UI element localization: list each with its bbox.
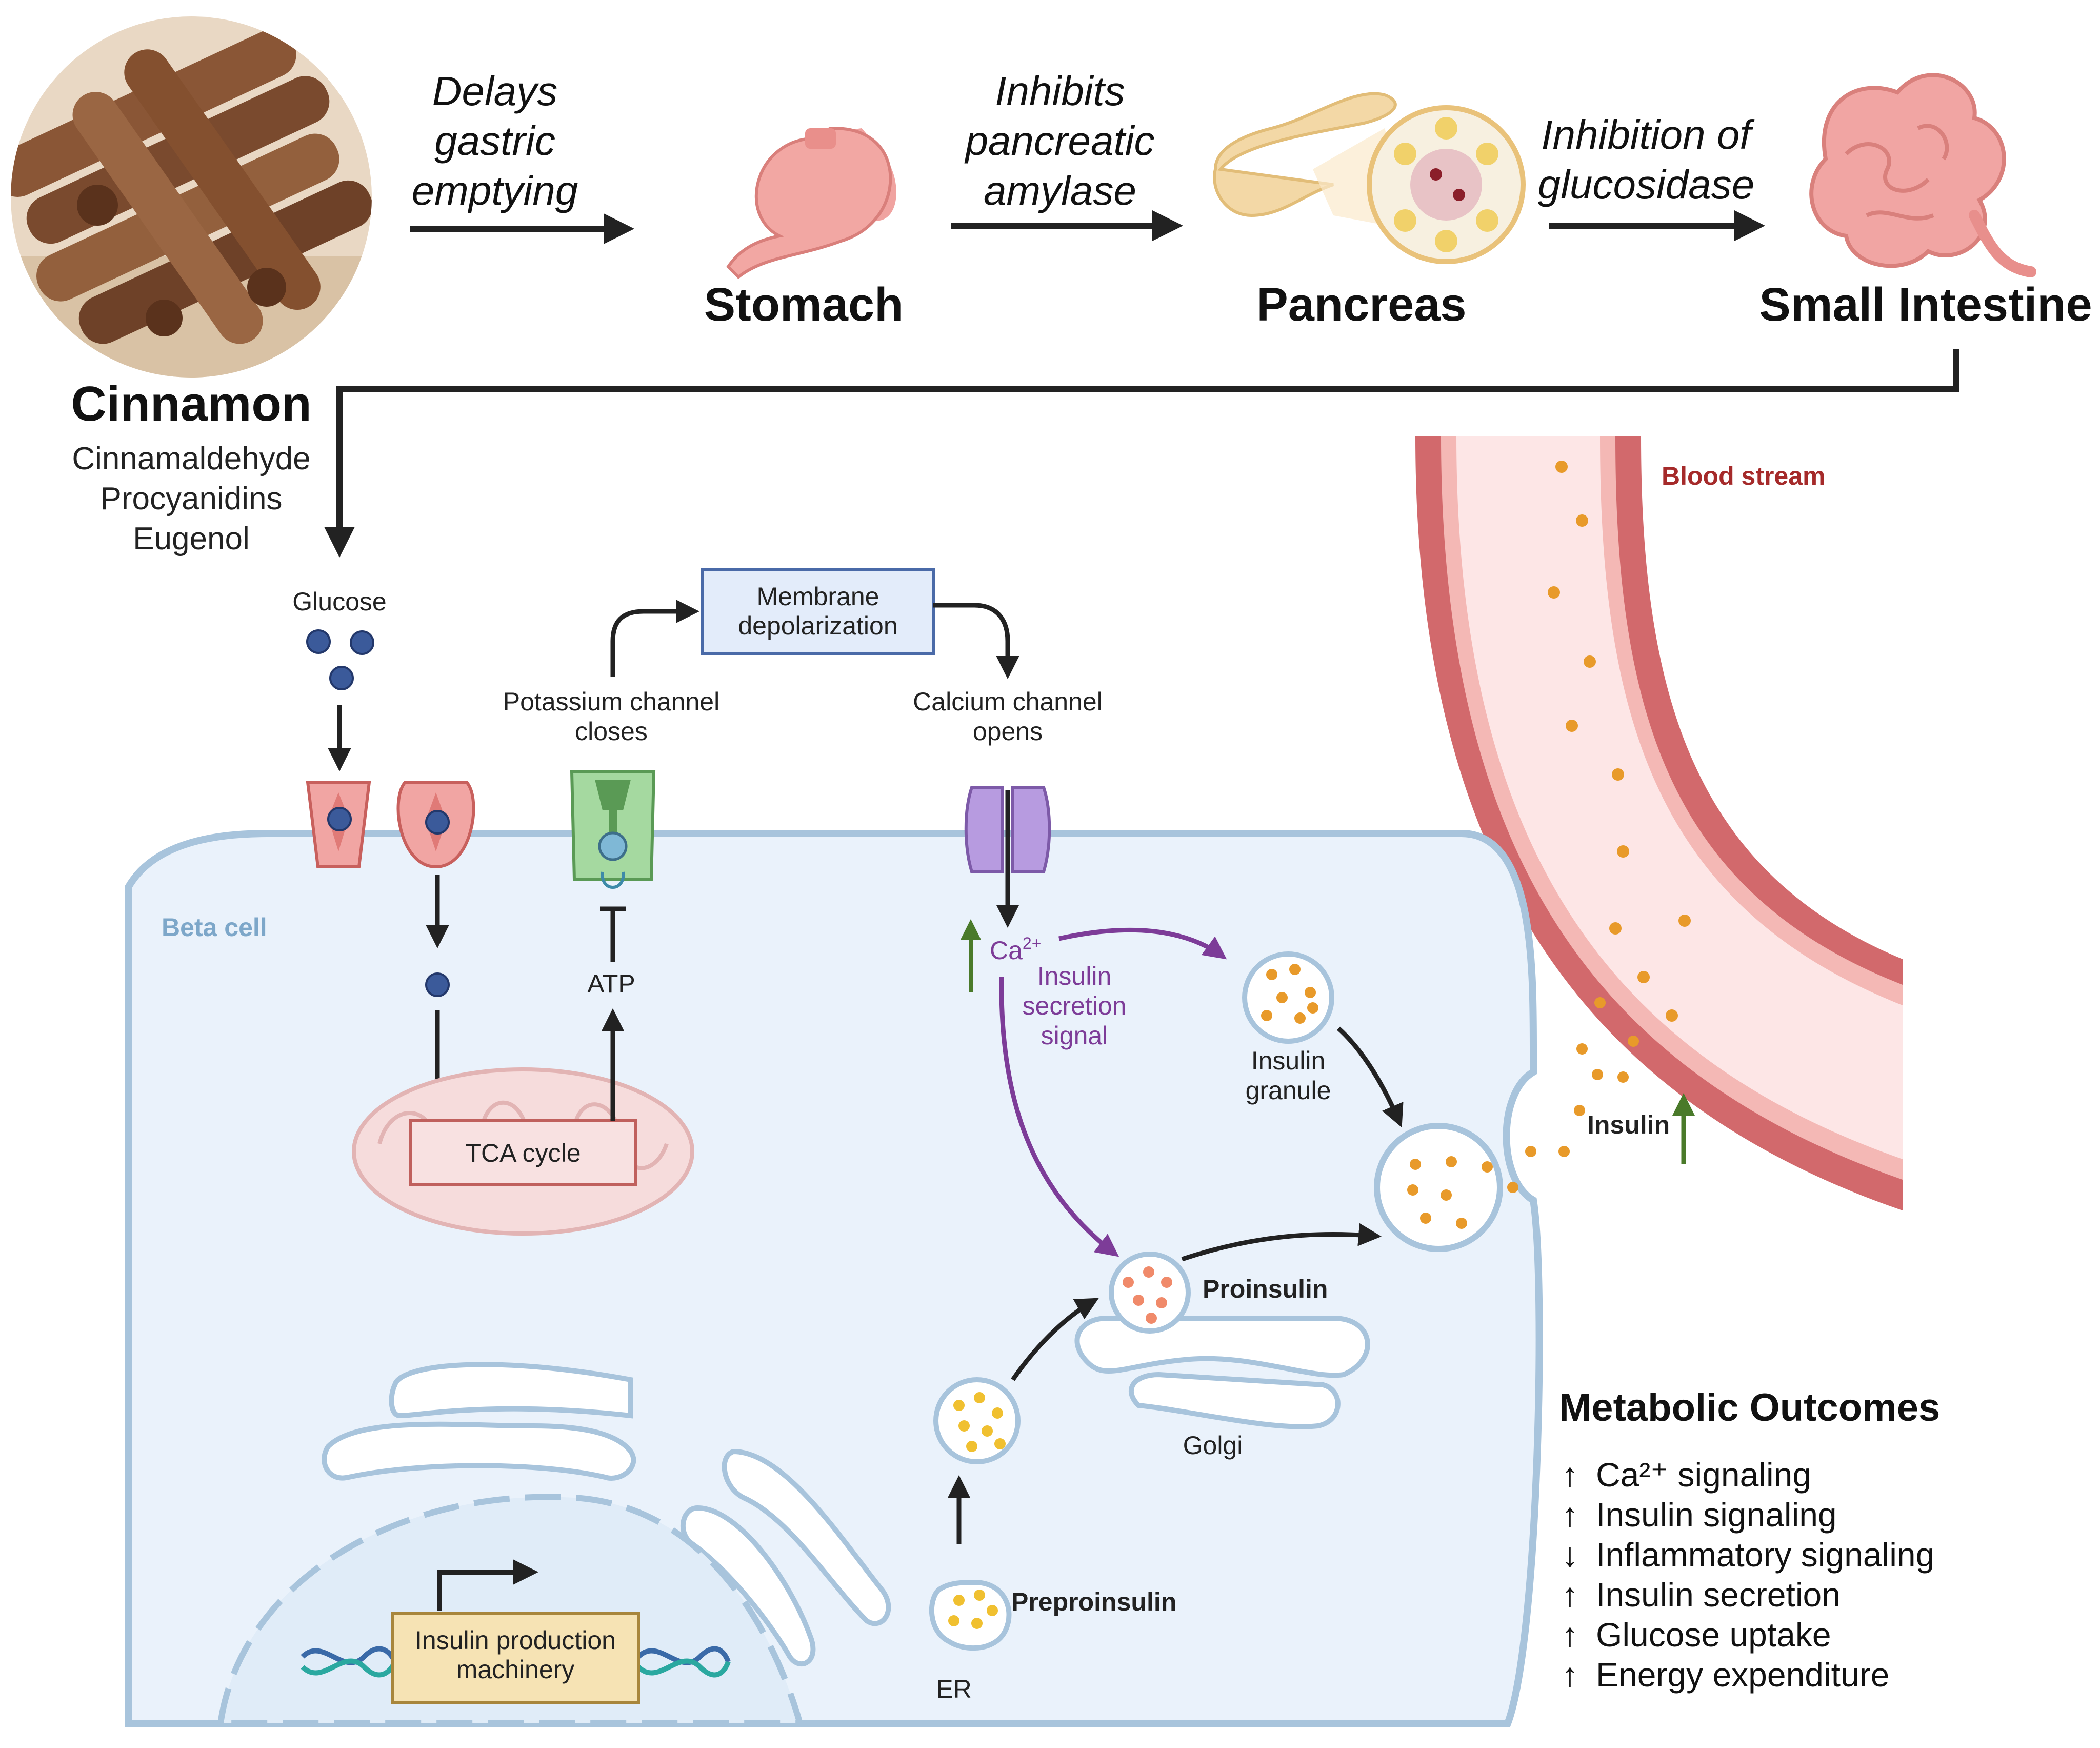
outcome-item-4: ↑ Insulin secretion (1562, 1576, 1841, 1614)
calcium-channel-label-1: Calcium channel (913, 687, 1103, 716)
svg-text:↑: ↑ (1562, 1656, 1578, 1694)
svg-text:Insulin signaling: Insulin signaling (1596, 1496, 1837, 1534)
arrow-vesicle-to-golgi (1011, 1298, 1099, 1381)
glucose-transporter-icon (306, 781, 475, 869)
membrane-depolarization-label-1: Membrane (757, 582, 879, 611)
arrow-ca-to-granule (1058, 927, 1227, 960)
atp-inhibits-kchannel (600, 906, 626, 962)
svg-text:↑: ↑ (1562, 1496, 1578, 1534)
svg-text:↑: ↑ (1562, 1616, 1578, 1654)
proinsulin-label: Proinsulin (1203, 1275, 1328, 1303)
insulin-production-box (391, 1612, 640, 1704)
insulin-production-label-2: machinery (456, 1655, 575, 1684)
arrow-depolarization-to-cachannel (933, 603, 1019, 679)
tca-cycle-label: TCA cycle (465, 1139, 581, 1167)
transport-vesicle (933, 1377, 1021, 1464)
calcium-channel-icon (964, 786, 1051, 873)
outcome-item-2: ↑ Insulin signaling (1562, 1496, 1837, 1534)
ca-ion-label: Ca2+ (990, 934, 1041, 965)
svg-text:Inflammatory signaling: Inflammatory signaling (1596, 1536, 1934, 1574)
organ-stomach: Stomach (704, 279, 904, 331)
compound-2: Procyanidins (101, 481, 283, 517)
insulin-granule-label-1: Insulin (1251, 1046, 1326, 1075)
potassium-channel-label-1: Potassium channel (503, 687, 719, 716)
arrow-proinsulin-to-membrane (1181, 1223, 1382, 1262)
preproinsulin-label: Preproinsulin (1011, 1587, 1176, 1616)
beta-cell-label: Beta cell (162, 913, 267, 942)
membrane-depolarization-label-2: depolarization (738, 611, 897, 640)
endoplasmic-reticulum (322, 1362, 1012, 1667)
outcome-item-1: ↑ Ca²⁺ signaling (1562, 1456, 1811, 1494)
er-label: ER (936, 1675, 971, 1703)
arrow-intestine-to-cell (324, 349, 1959, 558)
insulin-dots-in-vessel (1548, 461, 1691, 1022)
secreted-insulin-dots (1525, 997, 1639, 1157)
insulin-secretion-signal-3: signal (1041, 1021, 1108, 1050)
step2-line1: Inhibits (995, 68, 1125, 114)
svg-text:Insulin secretion: Insulin secretion (1596, 1576, 1841, 1614)
arrow-granule-to-membrane (1336, 1026, 1404, 1128)
insulin-secretion-signal-2: secretion (1023, 991, 1127, 1020)
svg-text:Glucose uptake: Glucose uptake (1596, 1616, 1831, 1654)
step1-line2: gastric (434, 118, 555, 164)
compound-1: Cinnamaldehyde (72, 441, 310, 476)
atp-label: ATP (587, 969, 635, 998)
svg-text:Energy expenditure: Energy expenditure (1596, 1656, 1889, 1694)
golgi-label: Golgi (1183, 1431, 1243, 1460)
svg-text:Ca²⁺ signaling: Ca²⁺ signaling (1596, 1456, 1811, 1494)
cinnamon-image (11, 16, 372, 378)
organ-small-intestine: Small Intestine (1759, 279, 2092, 331)
svg-text:↑: ↑ (1562, 1456, 1578, 1494)
small-intestine-icon (1809, 73, 2036, 277)
insulin-granule-icon (1242, 951, 1334, 1044)
arrow-ca-to-proinsulin (999, 977, 1119, 1257)
glucose-label: Glucose (292, 587, 386, 616)
exocytosis-vesicle (1374, 1123, 1518, 1252)
step3-line2: glucosidase (1538, 162, 1755, 207)
golgi-apparatus (1074, 1252, 1370, 1429)
pancreas-icon (1213, 92, 1526, 264)
step1-line1: Delays (432, 68, 558, 114)
outcome-item-3: ↓ Inflammatory signaling (1562, 1536, 1934, 1574)
step2-line3: amylase (984, 168, 1136, 213)
insulin-secretion-signal-1: Insulin (1037, 962, 1112, 990)
preproinsulin-dots (948, 1590, 998, 1629)
step1-line3: emptying (412, 168, 578, 213)
outcome-item-5: ↑ Glucose uptake (1562, 1616, 1831, 1654)
transcription-arrow (437, 1559, 538, 1611)
insulin-label: Insulin (1587, 1110, 1670, 1139)
step3-line1: Inhibition of (1541, 112, 1755, 157)
outcome-item-6: ↑ Energy expenditure (1562, 1656, 1889, 1694)
svg-text:↑: ↑ (1562, 1576, 1578, 1614)
glucose-molecules (306, 629, 374, 690)
membrane-depolarization-box (701, 568, 935, 656)
step2-line2: pancreatic (964, 118, 1154, 164)
stomach-icon (726, 126, 896, 280)
calcium-channel-label-2: opens (973, 717, 1043, 746)
cinnamon-title: Cinnamon (71, 376, 311, 431)
arrow-kchannel-to-depolarization (610, 600, 699, 677)
insulin-granule-label-2: granule (1246, 1076, 1331, 1105)
svg-text:↓: ↓ (1562, 1536, 1578, 1574)
insulin-production-label-1: Insulin production (415, 1626, 616, 1655)
compound-3: Eugenol (133, 521, 250, 557)
glucose-in-cell (425, 972, 450, 997)
blood-vessel (1415, 436, 1903, 1210)
potassium-channel-icon (570, 770, 656, 889)
outcomes-title: Metabolic Outcomes (1559, 1386, 1940, 1429)
potassium-channel-label-2: closes (575, 717, 648, 746)
tca-cycle-box (409, 1119, 637, 1186)
organ-pancreas: Pancreas (1256, 279, 1466, 331)
blood-stream-label: Blood stream (1662, 462, 1826, 490)
